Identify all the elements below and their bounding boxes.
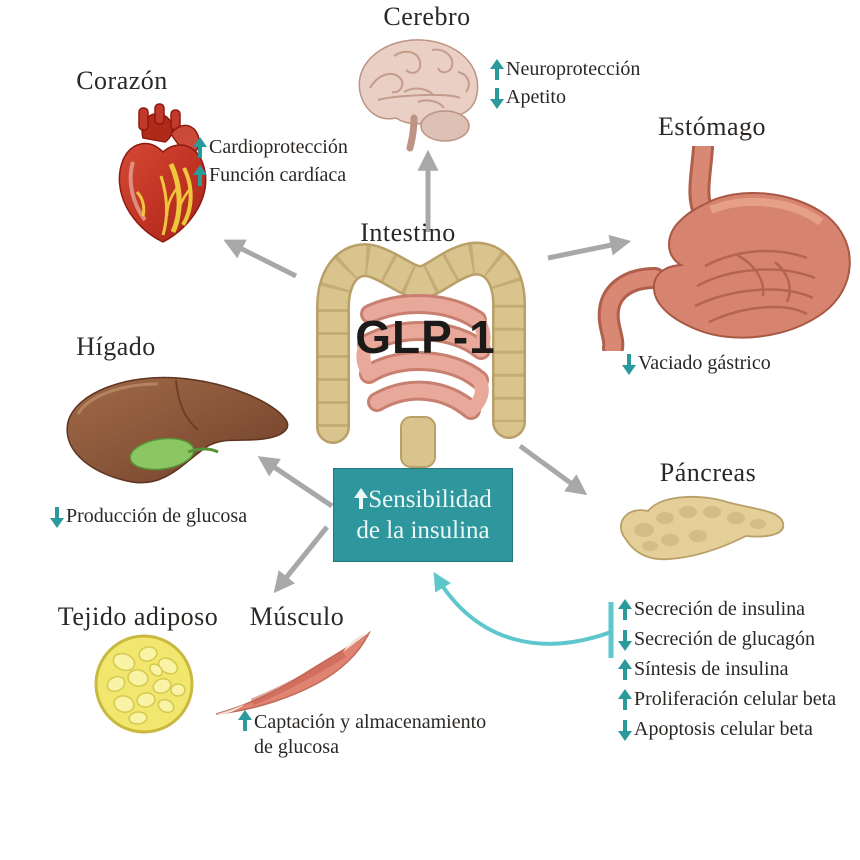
up-arrow-icon <box>618 688 632 711</box>
corazon-label: Corazón <box>76 66 168 95</box>
pancreas-label: Páncreas <box>659 458 757 487</box>
up-arrow-icon <box>354 488 369 510</box>
down-arrow-icon <box>618 719 632 741</box>
down-arrow-icon <box>50 506 64 528</box>
effect-text: Producción de glucosa <box>66 505 248 527</box>
pancreas-effect-3: Síntesis de insulina <box>618 658 788 681</box>
effect-text: Secreción de glucagón <box>634 628 816 650</box>
pancreas-effect-5: Apoptosis celular beta <box>618 718 813 741</box>
down-arrow-icon <box>618 629 632 651</box>
up-arrow-icon <box>238 710 252 732</box>
effect-text: Captación y almacenamiento de glucosa <box>254 711 487 758</box>
effect-text: Vaciado gástrico <box>638 352 771 374</box>
estomago-label: Estómago <box>658 112 766 141</box>
pancreas-effect-1: Secreción de insulina <box>618 598 805 621</box>
arrow-to-musculo <box>273 525 329 594</box>
effect-text: Función cardíaca <box>209 164 347 186</box>
cerebro-effect-1: Neuroprotección <box>490 58 640 81</box>
up-arrow-icon <box>618 598 632 621</box>
down-arrow-icon <box>490 87 504 109</box>
brain-illustration <box>358 39 479 152</box>
corazon-effect-2: Función cardíaca <box>193 164 346 187</box>
up-arrow-icon <box>618 658 632 681</box>
effect-text: Apetito <box>506 86 566 108</box>
intestino-label: Intestino <box>360 218 456 247</box>
effect-text: Proliferación celular beta <box>634 688 837 710</box>
musculo-label: Músculo <box>249 602 345 631</box>
arrow-to-estomago <box>547 234 632 261</box>
higado-effect-1: Producción de glucosa <box>50 505 247 528</box>
effect-text: Apoptosis celular beta <box>634 718 813 740</box>
insulin-sensitivity-box: Sensibilidad de la insulina <box>333 468 513 562</box>
estomago-effect-1: Vaciado gástrico <box>622 352 771 375</box>
gray-arrows <box>223 149 632 594</box>
adipose-tissue-illustration <box>94 634 194 734</box>
intestine-illustration <box>316 241 526 468</box>
insulin-box-line2: de la insulina <box>356 517 490 544</box>
arrow-to-corazon <box>223 239 298 279</box>
pancreas-illustration <box>619 495 784 561</box>
arrow-to-pancreas <box>518 443 588 496</box>
liver-illustration <box>66 376 289 484</box>
cerebro-effect-2: Apetito <box>490 86 566 109</box>
muscle-illustration <box>215 630 371 715</box>
pancreas-effect-4: Proliferación celular beta <box>618 688 836 711</box>
effect-text: Síntesis de insulina <box>634 658 789 680</box>
effect-text: Cardioprotección <box>209 136 348 158</box>
corazon-effect-1: Cardioprotección <box>193 136 348 159</box>
pancreas-effect-2: Secreción de glucagón <box>618 628 815 651</box>
arrow-to-higado <box>257 456 334 509</box>
insulin-box-line1: Sensibilidad <box>368 485 492 513</box>
stomach-illustration <box>597 146 851 351</box>
musculo-effect-1: Captación y almacenamiento de glucosa <box>238 710 502 760</box>
up-arrow-icon <box>193 136 207 159</box>
up-arrow-icon <box>193 164 207 187</box>
effect-text: Neuroprotección <box>506 58 641 80</box>
higado-label: Hígado <box>76 332 156 361</box>
effect-text: Secreción de insulina <box>634 598 806 620</box>
pancreas-to-insulin-arrow <box>433 572 612 646</box>
heart-illustration <box>118 103 207 243</box>
tejido-adiposo-label: Tejido adiposo <box>57 602 219 631</box>
down-arrow-icon <box>622 353 636 375</box>
up-arrow-icon <box>490 58 504 81</box>
cerebro-label: Cerebro <box>383 2 471 31</box>
feedback-arrow <box>433 572 614 658</box>
glp1-label: GLP-1 <box>355 311 496 363</box>
